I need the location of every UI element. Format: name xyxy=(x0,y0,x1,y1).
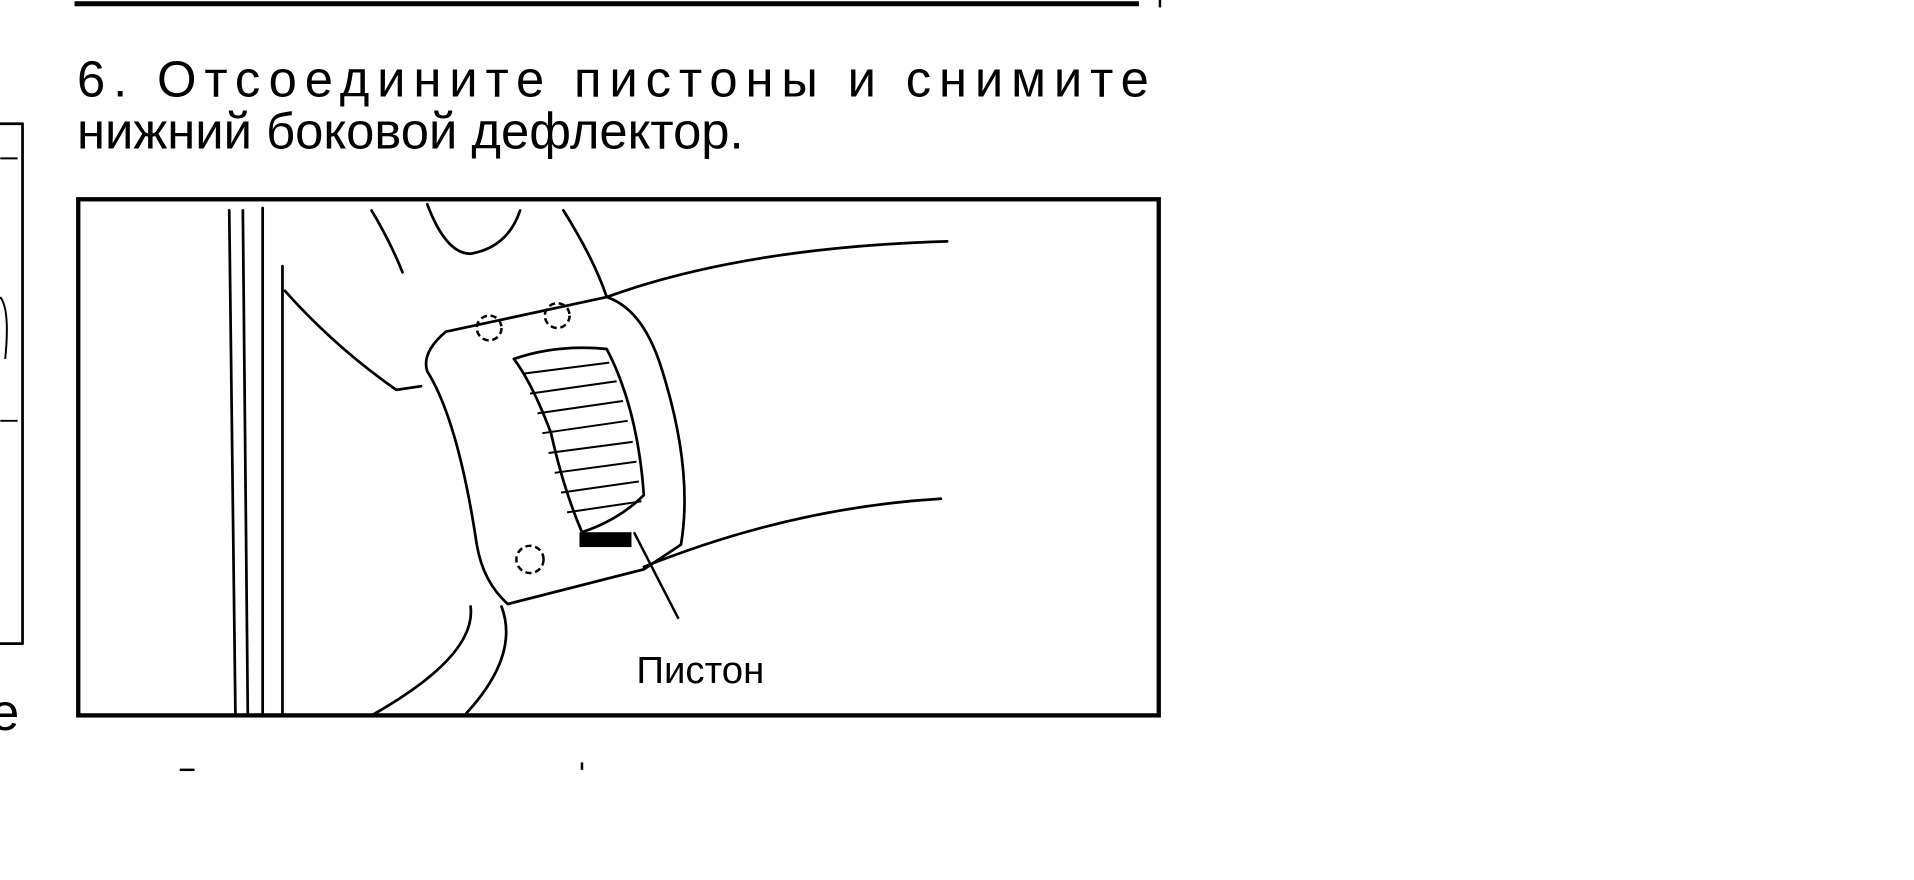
deflector-illustration: Пистон xyxy=(76,197,1161,718)
callout-label-piston: Пистон xyxy=(636,649,764,692)
left-cropped-figure xyxy=(0,122,24,645)
step-text-line-2: нижний боковой дефлектор. xyxy=(77,103,744,160)
step-text-line-1: 6. Отсоедините пистоны и снимите xyxy=(77,51,1149,108)
callout-leader-line xyxy=(632,531,680,620)
left-margin-fragment: е xyxy=(0,684,19,742)
figure-frame xyxy=(76,197,1161,718)
piston-clip xyxy=(579,532,632,548)
